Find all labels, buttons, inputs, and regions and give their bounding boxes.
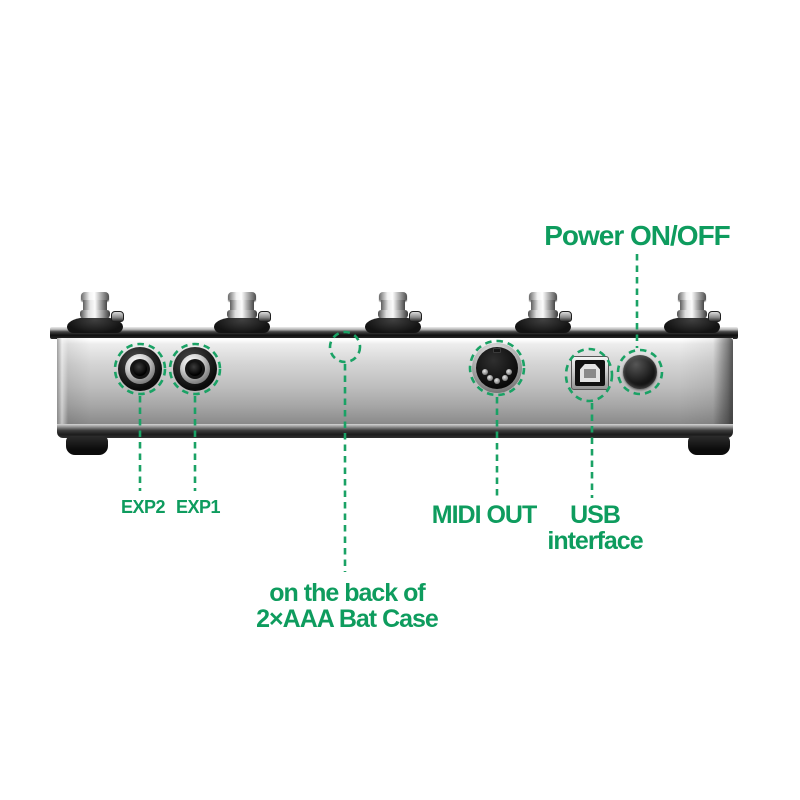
footswitch-1: [67, 292, 124, 338]
footswitch-cap: [379, 292, 407, 301]
footswitch-side-nut: [559, 311, 572, 322]
din-pin: [494, 377, 500, 384]
footswitch-base: [365, 317, 421, 333]
battery-case-label: on the back of 2×AAA Bat Case: [244, 580, 450, 632]
exp1-jack: [171, 345, 219, 393]
exp2-jack: [116, 345, 164, 393]
footswitch-cap: [529, 292, 557, 301]
footswitch-2: [214, 292, 271, 338]
midi-out-label: MIDI OUT: [431, 501, 538, 529]
exp2-label: EXP2: [120, 497, 166, 517]
device-bottom-edge: [57, 424, 733, 438]
rubber-foot-right: [688, 436, 730, 455]
usb-type-b-port: [571, 356, 609, 390]
device-left-bevel: [57, 338, 68, 425]
footswitch-cap: [81, 292, 109, 301]
footswitch-cap: [678, 292, 706, 301]
battery-label-line2: 2×AAA Bat Case: [256, 605, 439, 633]
rubber-foot-left: [66, 436, 108, 455]
battery-label-line1: on the back of: [269, 579, 425, 607]
footswitch-side-nut: [409, 311, 422, 322]
footswitch-base: [67, 317, 123, 333]
power-button: [623, 355, 657, 389]
usb-label-line2: interface: [547, 527, 643, 555]
footswitch-side-nut: [708, 311, 721, 322]
usb-label-line1: USB: [570, 501, 621, 529]
din-pin: [506, 369, 512, 375]
usb-interface-label: USB interface: [524, 502, 666, 554]
footswitch-cap: [228, 292, 256, 301]
din-pin: [486, 375, 493, 381]
din-pin: [482, 369, 488, 375]
midi-out-din-connector: [472, 343, 522, 393]
footswitch-4: [515, 292, 572, 338]
footswitch-base: [664, 317, 720, 333]
din-notch: [493, 348, 501, 353]
footswitch-base: [214, 317, 270, 333]
footswitch-base: [515, 317, 571, 333]
footswitch-3: [365, 292, 422, 338]
din-pin: [501, 375, 508, 381]
footswitch-side-nut: [258, 311, 271, 322]
footswitch-side-nut: [111, 311, 124, 322]
exp1-label: EXP1: [175, 497, 221, 517]
power-label: Power ON/OFF: [544, 220, 731, 251]
device-right-bevel: [713, 338, 733, 425]
footswitch-5: [664, 292, 721, 338]
